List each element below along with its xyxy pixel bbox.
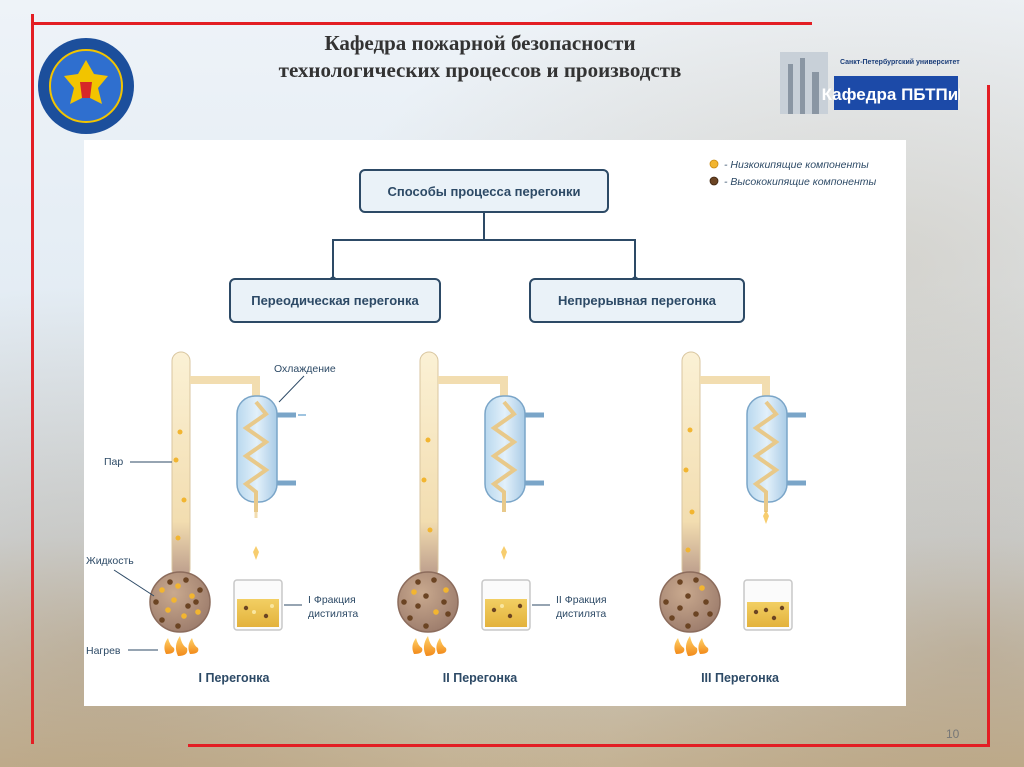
slide-title: Кафедра пожарной безопасности технологич… [200, 30, 760, 84]
distillation-diagram: - Низкокипящие компоненты - Высококипящи… [86, 159, 877, 685]
stage-3-label: III Перегонка [701, 671, 780, 685]
high-boiling-dot-icon [709, 176, 719, 186]
dept-name: Кафедра ПБТПиП [822, 85, 960, 104]
branch-box-batch [229, 278, 441, 323]
branch-box-continuous [529, 278, 745, 323]
root-label: Способы процесса перегонки [388, 184, 581, 199]
branch-label-batch: Переодическая перегонка [251, 293, 419, 308]
frame-line-bottom [188, 744, 988, 747]
apparatus-1: I Фракция дистилята I Перегонка [149, 351, 358, 685]
liquid-label: Жидкость [86, 555, 134, 567]
fraction-1-line2: дистилята [308, 608, 358, 620]
branch-label-continuous: Непрерывная перегонка [558, 293, 717, 308]
apparatus-2: II Фракция дистилята II Перегонка [397, 351, 607, 685]
frame-line-left [31, 14, 34, 744]
flask-1 [149, 571, 211, 633]
title-line-1: Кафедра пожарной безопасности [324, 31, 636, 55]
fraction-2-line2: дистилята [556, 608, 606, 620]
stage-1-label: I Перегонка [199, 671, 271, 685]
cooling-label: Охлаждение [274, 363, 336, 375]
diagram-panel: - Низкокипящие компоненты - Высококипящи… [84, 140, 906, 706]
flame-icon [674, 636, 709, 656]
dept-top-text: Санкт-Петербургский университет ГПС МЧС … [840, 58, 960, 66]
page-number: 10 [946, 727, 960, 741]
apparatus-3: III Перегонка [659, 351, 806, 685]
vapor-label: Пар [104, 456, 123, 468]
flame-icon [412, 636, 447, 656]
legend-low-boiling: - Низкокипящие компоненты [724, 159, 869, 171]
university-emblem-icon [38, 38, 134, 134]
stage-2-label: II Перегонка [443, 671, 518, 685]
flame-icon [164, 636, 199, 656]
fraction-1-line1: I Фракция [308, 594, 356, 606]
legend: - Низкокипящие компоненты - Высококипящи… [709, 159, 877, 188]
frame-line-right [987, 85, 990, 747]
title-line-2: технологических процессов и производств [278, 58, 682, 82]
department-logo-icon: Санкт-Петербургский университет ГПС МЧС … [780, 52, 960, 114]
tree-connector [332, 212, 636, 280]
flask-3 [659, 571, 721, 633]
low-boiling-dot-icon [709, 159, 719, 169]
heating-label: Нагрев [86, 645, 121, 657]
flask-2 [397, 571, 459, 633]
fraction-2-line1: II Фракция [556, 594, 607, 606]
frame-line-top [32, 22, 812, 25]
legend-high-boiling: - Высококипящие компоненты [724, 176, 877, 188]
